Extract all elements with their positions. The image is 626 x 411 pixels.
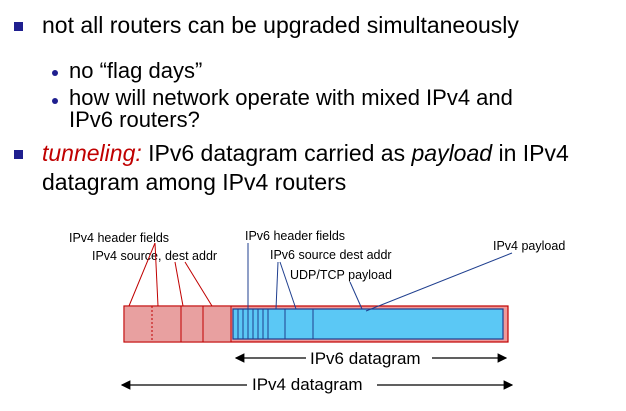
- pointer-line: [174, 261, 184, 307]
- emphasis-text: payload: [411, 140, 493, 166]
- label-ipv6-datagram: IPv6 datagram: [310, 349, 421, 368]
- label-ipv6-src-dst: IPv6 source dest addr: [270, 248, 392, 262]
- label-ipv4-datagram: IPv4 datagram: [252, 375, 363, 394]
- bullet-text: no “flag days”: [69, 58, 203, 83]
- text-span: IPv6 datagram carried as: [141, 140, 412, 166]
- bullet-dot-icon: [52, 70, 58, 76]
- bullet-text: how will network operate with mixed IPv4…: [69, 85, 513, 110]
- pointer-line: [275, 261, 279, 310]
- pointer-line: [279, 261, 297, 310]
- emphasis-text: tunneling:: [42, 140, 142, 166]
- bullet-text: tunneling: IPv6 datagram carried as payl…: [42, 140, 569, 167]
- label-ipv4-src-dst: IPv4 source, dest addr: [92, 249, 218, 263]
- label-ipv4-payload: IPv4 payload: [493, 239, 566, 253]
- pointer-line: [184, 261, 213, 307]
- pointer-line: [128, 242, 156, 307]
- label-ipv4-header: IPv4 header fields: [69, 231, 170, 245]
- label-udp-tcp: UDP/TCP payload: [290, 268, 392, 282]
- bullet-text: IPv6 routers?: [69, 107, 200, 132]
- ipv6-datagram-box: [232, 308, 504, 340]
- pointer-line: [365, 252, 513, 312]
- text-span: in IPv4: [492, 140, 569, 166]
- ipv4-header-segment: [123, 305, 232, 343]
- bullet-square-icon: [14, 150, 23, 159]
- label-ipv6-header: IPv6 header fields: [245, 229, 346, 243]
- bullet-text: not all routers can be upgraded simultan…: [42, 12, 519, 38]
- bullet-dot-icon: [52, 98, 58, 104]
- pointer-line: [154, 242, 159, 307]
- bullet-square-icon: [14, 22, 23, 31]
- pointer-line: [349, 281, 363, 310]
- bullet-text: datagram among IPv4 routers: [42, 169, 347, 195]
